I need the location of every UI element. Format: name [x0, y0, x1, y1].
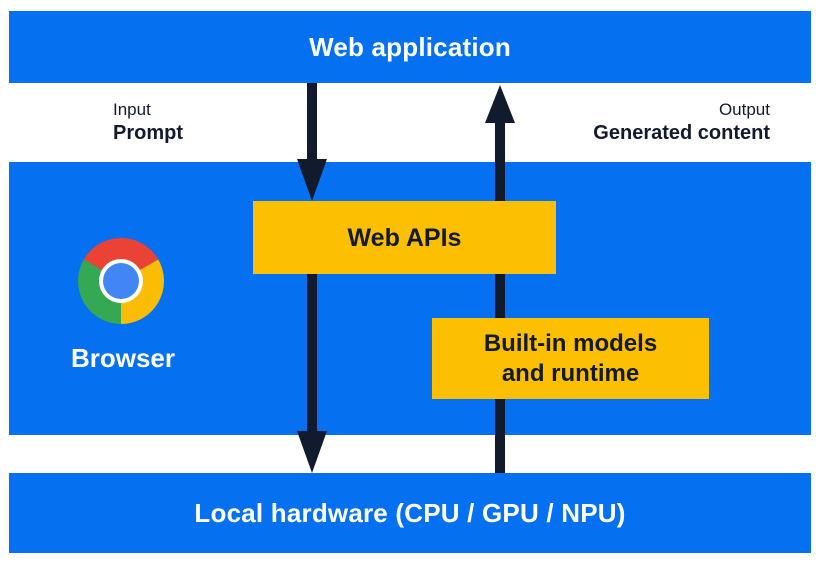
output-value: Generated content — [593, 122, 770, 144]
down-arrowhead-icon-1 — [297, 159, 327, 201]
web-application-bar: Web application — [9, 11, 811, 83]
local-hardware-bar: Local hardware (CPU / GPU / NPU) — [9, 473, 811, 553]
browser-label: Browser — [70, 343, 176, 373]
builtin-models-box: Built-in models and runtime — [432, 318, 709, 399]
local-hardware-label: Local hardware (CPU / GPU / NPU) — [194, 497, 626, 528]
input-title: Input — [113, 100, 151, 119]
builtin-models-label-line1: Built-in models — [483, 329, 658, 357]
down-arrow-line-2 — [307, 274, 317, 432]
up-arrowhead-icon — [485, 85, 515, 123]
input-value: Prompt — [113, 122, 183, 144]
builtin-models-label-line2: and runtime — [501, 359, 640, 387]
down-arrow-line-1 — [307, 83, 317, 161]
web-apis-box: Web APIs — [253, 201, 556, 274]
output-flow-label: Output Generated content — [593, 99, 770, 145]
input-flow-label: Input Prompt — [113, 99, 183, 145]
up-arrow-line — [495, 121, 505, 473]
web-application-label: Web application — [309, 31, 511, 62]
web-apis-label: Web APIs — [347, 223, 462, 252]
chrome-logo-icon — [78, 238, 164, 324]
output-title: Output — [718, 100, 770, 119]
down-arrowhead-icon-2 — [297, 431, 327, 473]
